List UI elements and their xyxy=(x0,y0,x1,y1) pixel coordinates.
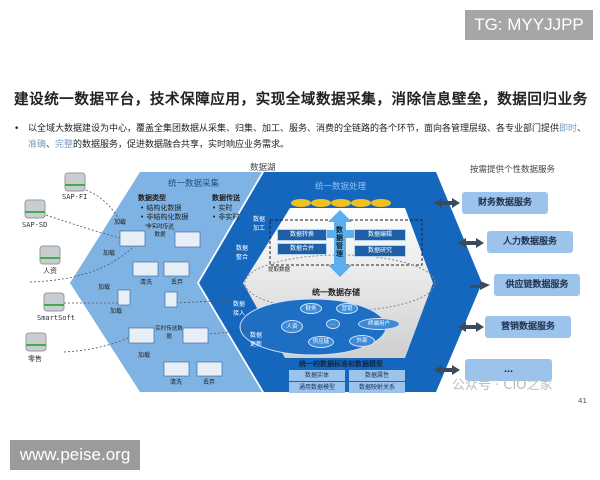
dashed-ellipse xyxy=(244,254,436,312)
source-label: SAP-SD xyxy=(22,221,48,229)
standard-box: 数据属性 xyxy=(349,370,405,381)
service-arrows xyxy=(434,198,490,375)
watermark-site: www.peise.org xyxy=(10,440,140,470)
mgmt-arrow xyxy=(305,210,375,277)
desc-hl: 完整 xyxy=(55,140,74,150)
service-hr: 人力数据服务 xyxy=(487,231,573,253)
type-item: • 非结构化数据 xyxy=(140,213,189,221)
load-label: 加载 xyxy=(103,250,116,257)
service-finance: 财务数据服务 xyxy=(462,192,548,214)
desc-sep: 、 xyxy=(577,124,587,134)
source-label: 人资 xyxy=(43,267,57,275)
standard-box: 数据实体 xyxy=(289,370,345,381)
storage-item: 营销 xyxy=(336,303,358,314)
watermark-tg: TG: MYYJJPP xyxy=(465,10,593,40)
non-realtime-label: 非实时传送数据 xyxy=(146,224,174,238)
table-icons xyxy=(117,230,223,377)
extract-label: 提取数据 xyxy=(268,267,291,273)
lake-label: 数据湖 xyxy=(250,163,276,173)
source-label: 零售 xyxy=(28,355,42,363)
trans-item-label: 非实时 xyxy=(218,213,240,221)
type-item: • 结构化数据 xyxy=(140,204,182,212)
discard-label: 丢弃 xyxy=(203,379,216,386)
trans-item: • 非实时 xyxy=(212,213,240,221)
process-box: 数据研究 xyxy=(354,245,406,257)
realtime-label: 实时传送数据 xyxy=(155,326,183,340)
side-label: 数据整合 xyxy=(236,245,249,261)
cylinder-bands xyxy=(25,184,85,346)
types-title: 数据类型 xyxy=(138,194,166,202)
load-label: 加载 xyxy=(114,219,127,226)
coins xyxy=(291,199,391,207)
process-box: 数据合并 xyxy=(277,243,327,255)
storage-item: 终端用户 xyxy=(358,318,400,330)
description: • 以全域大数据建设为中心，覆盖全集团数据从采集、归集、加工、服务、消费的全链路… xyxy=(14,121,589,153)
mgmt-label: 数据管理 xyxy=(336,226,343,258)
desc-text: 以全域大数据建设为中心，覆盖全集团数据从采集、归集、加工、服务、消费的全链路的各… xyxy=(28,124,560,134)
storage-item: 财务 xyxy=(300,303,322,314)
type-item-label: 非结构化数据 xyxy=(146,213,189,221)
desc-hl: 准确 xyxy=(28,140,47,150)
service-marketing: 营销数据服务 xyxy=(485,316,571,338)
trans-title: 数据传送 xyxy=(212,194,240,202)
page-number: 41 xyxy=(578,397,587,405)
storage-item: … xyxy=(326,319,340,329)
desc-sep: 、 xyxy=(46,140,56,150)
standard-title: 统一的数据标准和数据模型 xyxy=(299,360,383,368)
source-cylinders xyxy=(24,172,86,352)
process-title: 统一数据处理 xyxy=(315,182,367,192)
page-title: 建设统一数据平台，技术保障应用，实现全域数据采集，消除信息壁垒，数据回归业务 xyxy=(14,91,588,108)
side-label: 数据加工 xyxy=(253,216,266,232)
collect-title: 统一数据采集 xyxy=(168,179,220,189)
storage-item: 人资 xyxy=(281,320,303,333)
desc-hl: 即时 xyxy=(559,124,578,134)
flow-lines xyxy=(29,189,251,353)
storage-item: 外部 xyxy=(349,335,375,347)
storage-title: 统一数据存储 xyxy=(312,288,360,297)
side-label: 数据更新 xyxy=(250,332,263,348)
process-box: 数据转换 xyxy=(277,229,327,241)
load-label: 加载 xyxy=(98,284,111,291)
load-label: 加载 xyxy=(138,352,151,359)
clean-label: 清洗 xyxy=(170,379,183,386)
process-box: 数据编辑 xyxy=(354,229,406,241)
trans-item: • 实时 xyxy=(212,204,233,212)
side-label: 数据接入 xyxy=(233,301,246,317)
services-title: 按需提供个性数据服务 xyxy=(470,165,556,175)
storage-item: 供应链 xyxy=(308,336,334,348)
collect-hexagon xyxy=(70,172,262,392)
standard-box: 通用数据模型 xyxy=(289,382,345,393)
discard-label: 丢弃 xyxy=(171,279,184,286)
standard-box: 数据映射关系 xyxy=(349,382,405,393)
bullet: • xyxy=(14,124,20,134)
source-label: SAP-FI xyxy=(62,193,88,201)
source-label: SmartSoft xyxy=(37,314,75,322)
load-label: 加载 xyxy=(110,308,123,315)
service-supply-chain: 供应链数据服务 xyxy=(494,274,580,296)
clean-label: 清洗 xyxy=(140,279,153,286)
type-item-label: 结构化数据 xyxy=(146,204,182,212)
service-more: … xyxy=(465,359,552,381)
desc-text: 的数据服务，促进数据融合共享，实时响应业务需求。 xyxy=(73,140,290,150)
wechat-watermark: 公众号 · CIO之家 xyxy=(452,378,553,393)
trans-item-label: 实时 xyxy=(218,204,233,212)
